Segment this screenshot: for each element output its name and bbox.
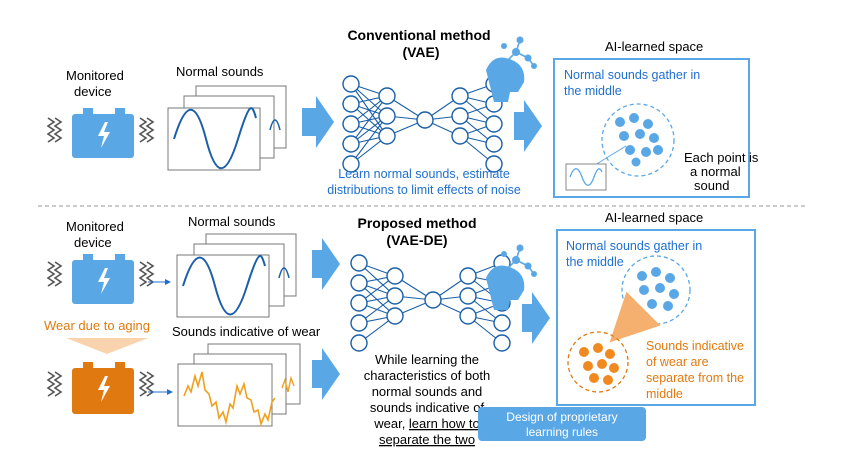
ai-space-text-top-1: Normal sounds gather in (564, 68, 700, 82)
ai-space-text-top-2: the middle (564, 84, 622, 98)
conventional-caption-1: Learn normal sounds, estimate (338, 167, 510, 181)
aging-down-arrow (66, 338, 148, 354)
proposed-caption-6: separate the two (379, 432, 475, 447)
learning-rules-text-2: learning rules (526, 425, 598, 439)
wear-sounds-label: Sounds indicative of wear (172, 324, 321, 339)
wear-points (579, 343, 619, 385)
point-note-3: sound (694, 178, 729, 193)
wear-cluster-ring (567, 331, 629, 393)
normal-sound-cards-bottom (176, 233, 297, 318)
normal-sounds-label-top: Normal sounds (176, 64, 264, 79)
proposed-section: Monitored device Wear due to aging No (44, 210, 756, 447)
ai-space-label-top: AI-learned space (605, 39, 703, 54)
learning-rules-box (478, 407, 646, 441)
ai-space-label-bottom: AI-learned space (605, 210, 703, 225)
proposed-title-2: (VAE-DE) (386, 232, 447, 248)
conventional-title-1: Conventional method (347, 27, 490, 43)
caption-5-underlined: learn how to (409, 416, 480, 431)
normal-points-top (615, 113, 663, 167)
conventional-title-2: (VAE) (402, 44, 439, 60)
normal-sound-cards-top (167, 85, 287, 171)
battery-icon-normal (46, 254, 155, 304)
monitored-device-label-2b: device (74, 235, 112, 250)
wear-note-1: Sounds indicative (646, 339, 744, 353)
ai-space-text-bottom-1: Normal sounds gather in (566, 239, 702, 253)
wear-note-4: middle (646, 387, 683, 401)
caption-5-prefix: wear, (373, 416, 409, 431)
proposed-caption-5: wear, learn how to (373, 416, 480, 431)
proposed-title-1: Proposed method (357, 215, 476, 231)
point-note-1: Each point is (684, 150, 759, 165)
wear-aging-label: Wear due to aging (44, 318, 150, 333)
battery-icon (46, 108, 155, 158)
ai-space-text-bottom-2: the middle (566, 255, 624, 269)
flow-arrow-top-1 (302, 96, 334, 148)
learning-rules-text-1: Design of proprietary (506, 410, 617, 424)
monitored-device-label-1b: device (74, 84, 112, 99)
separation-arrow (609, 291, 661, 343)
mini-wave-card (565, 163, 607, 191)
normal-sounds-label-bottom: Normal sounds (188, 214, 276, 229)
flow-arrow-bottom-1 (312, 238, 340, 290)
conventional-section: Monitored device Normal sounds Conventio… (46, 27, 759, 198)
cluster-ring-top (601, 103, 675, 177)
proposed-caption-1: While learning the (375, 352, 479, 367)
flow-arrow-bottom-3 (522, 292, 550, 344)
mini-wave-icon (569, 168, 603, 186)
battery-icon-worn (46, 362, 155, 414)
ai-head-icon-bottom (486, 244, 537, 310)
ai-head-icon-top (486, 36, 537, 102)
wear-sound-cards (177, 343, 301, 427)
wear-note-3: separate from the (646, 371, 744, 385)
neural-network-top (342, 75, 503, 173)
neural-network-bottom (350, 254, 511, 352)
point-note-2: a normal (690, 164, 741, 179)
proposed-caption: While learning the characteristics of bo… (364, 352, 490, 447)
proposed-caption-3: normal sounds and (372, 384, 483, 399)
monitored-device-label-1a: Monitored (66, 68, 124, 83)
wear-note-2: of wear are (646, 355, 709, 369)
conventional-caption-2: distributions to limit effects of noise (327, 183, 521, 197)
flow-arrow-top-2 (514, 100, 542, 152)
normal-cluster-ring-bottom (621, 255, 691, 325)
proposed-caption-4: sounds indicative of (370, 400, 485, 415)
proposed-caption-2: characteristics of both (364, 368, 490, 383)
flow-arrow-bottom-2 (312, 348, 340, 400)
monitored-device-label-2a: Monitored (66, 219, 124, 234)
